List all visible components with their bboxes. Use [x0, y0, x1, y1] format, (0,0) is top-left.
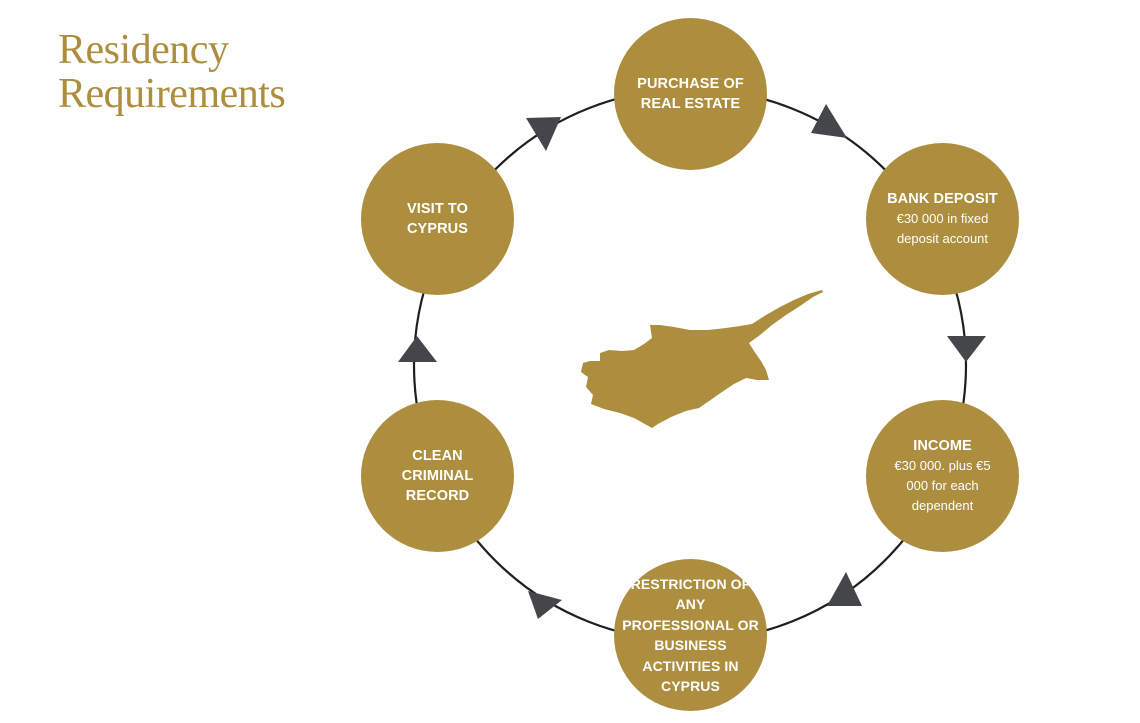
step-visit-to-cyprus: VISIT TO CYPRUS: [361, 143, 514, 295]
cyprus-map-icon: [581, 290, 823, 428]
step-income: INCOME €30 000. plus €5 000 for each dep…: [866, 400, 1019, 552]
step-detail: €30 000 in fixed deposit account: [896, 211, 989, 246]
step-title: RESTRICTION OF ANY PROFESSIONAL OR BUSIN…: [622, 575, 759, 695]
step-title: CLEAN CRIMINAL RECORD: [401, 448, 474, 504]
arrow-bank-to-income-icon: [947, 336, 986, 362]
arrow-restriction-to-criminal-icon: [528, 591, 562, 619]
page-title-line1: Residency: [58, 27, 229, 73]
page-title: Residency Requirements: [58, 27, 286, 117]
step-restriction-of-activities: RESTRICTION OF ANY PROFESSIONAL OR BUSIN…: [614, 559, 767, 711]
arrow-purchase-to-bank-icon: [811, 104, 847, 138]
arrow-visit-to-purchase-icon: [526, 117, 561, 151]
step-title: BANK DEPOSIT: [887, 191, 998, 207]
step-purchase-of-real-estate: PURCHASE OF REAL ESTATE: [614, 18, 767, 170]
step-detail: €30 000. plus €5 000 for each dependent: [894, 458, 991, 513]
step-title: PURCHASE OF REAL ESTATE: [637, 76, 744, 112]
arrow-criminal-to-visit-icon: [398, 336, 437, 362]
step-title: VISIT TO CYPRUS: [406, 201, 469, 237]
arrow-income-to-restriction-icon: [827, 572, 862, 606]
page-title-line2: Requirements: [58, 71, 286, 117]
step-bank-deposit: BANK DEPOSIT €30 000 in fixed deposit ac…: [866, 143, 1019, 295]
step-clean-criminal-record: CLEAN CRIMINAL RECORD: [361, 400, 514, 552]
step-title: INCOME: [913, 438, 972, 454]
